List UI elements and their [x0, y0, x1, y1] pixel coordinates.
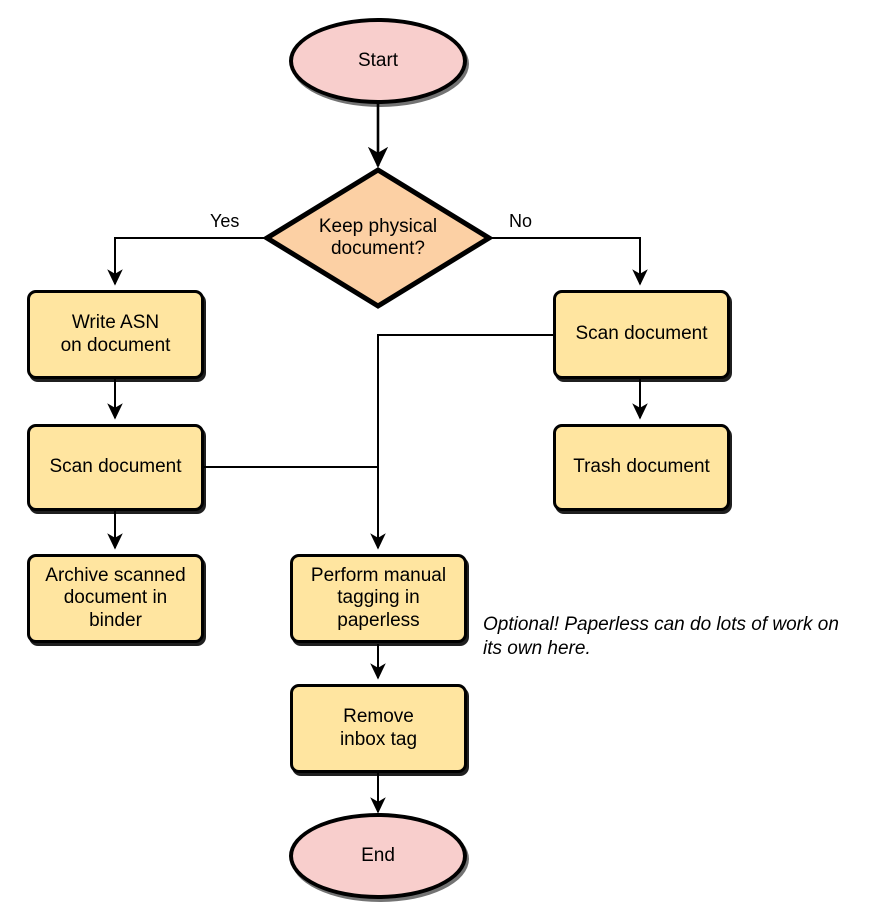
annotation-optional-note: Optional! Paperless can do lots of work …: [483, 588, 883, 662]
node-manual-tagging-label: Perform manual tagging in paperless: [310, 564, 447, 631]
node-remove-inbox-tag[interactable]: Remove inbox tag: [290, 684, 467, 773]
node-scan-document-right-label: Scan document: [575, 323, 708, 345]
node-remove-inbox-tag-label: Remove inbox tag: [339, 706, 418, 750]
node-scan-document-left-label: Scan document: [49, 456, 182, 478]
node-start[interactable]: Start: [289, 18, 467, 104]
node-keep-physical-document-label: Keep physical document?: [318, 215, 438, 259]
node-write-asn-label: Write ASN on document: [60, 312, 171, 356]
edge-decision-yes-to-write-asn: [107, 237, 265, 286]
node-end-label: End: [361, 844, 395, 866]
node-archive-in-binder[interactable]: Archive scanned document in binder: [27, 554, 204, 643]
edge-label-yes: Yes: [210, 211, 239, 232]
node-scan-document-right[interactable]: Scan document: [553, 290, 730, 379]
edge-label-yes-text: Yes: [210, 211, 240, 231]
edge-label-no: No: [509, 211, 532, 232]
node-manual-tagging[interactable]: Perform manual tagging in paperless: [290, 554, 467, 643]
node-trash-document[interactable]: Trash document: [553, 424, 730, 511]
edge-decision-no-to-scan-right: [491, 237, 648, 286]
node-trash-document-label: Trash document: [573, 456, 710, 478]
node-scan-document-left[interactable]: Scan document: [27, 424, 204, 511]
node-end[interactable]: End: [289, 813, 467, 899]
decision-diamond-shape: [264, 167, 492, 309]
node-keep-physical-document[interactable]: Keep physical document?: [264, 167, 492, 309]
edge-label-no-text: No: [509, 211, 533, 231]
node-write-asn[interactable]: Write ASN on document: [27, 290, 204, 379]
node-start-label: Start: [357, 49, 399, 71]
node-archive-in-binder-label: Archive scanned document in binder: [45, 564, 186, 631]
edge-scan-right-to-manual-tagging: [370, 334, 553, 550]
annotation-optional-note-text: Optional! Paperless can do lots of work …: [483, 613, 839, 660]
